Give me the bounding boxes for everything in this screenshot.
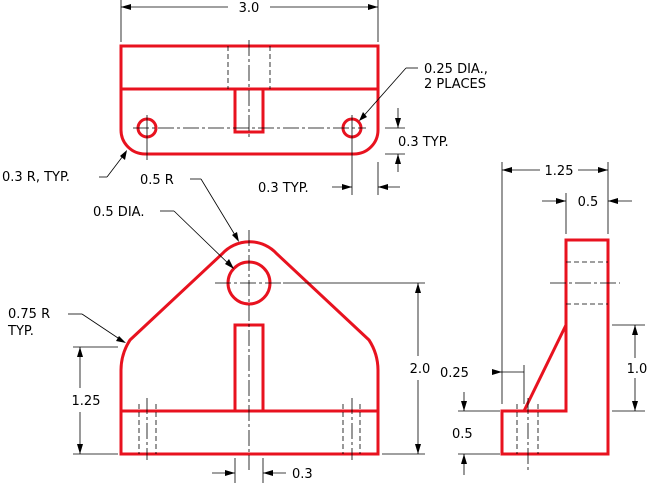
upright-height-label: 1.0 xyxy=(627,362,648,377)
side-view xyxy=(500,238,620,470)
total-height-label: 2.0 xyxy=(410,362,431,377)
dim-top-hole-diameter: 0.5 DIA. xyxy=(93,205,234,269)
dim-base-thickness-side: 0.25 xyxy=(440,365,525,404)
dim-side-depth: 1.25 xyxy=(501,162,609,404)
hole-dia-label-line1: 0.25 DIA., xyxy=(424,62,488,77)
dim-side-radius: 0.75 R TYP. xyxy=(7,307,126,343)
front-view xyxy=(119,230,380,470)
slot-width-label: 0.3 xyxy=(292,467,313,482)
hole-offset-horiz-label: 0.3 TYP. xyxy=(258,181,309,196)
dim-hole-offset-vertical: 0.3 TYP. xyxy=(385,108,449,172)
dim-total-height: 2.0 xyxy=(283,282,431,455)
side-radius-label-line2: TYP. xyxy=(7,324,34,339)
top-view-base-outline xyxy=(119,87,380,156)
base-height-label: 0.5 xyxy=(452,427,473,442)
front-view-outline xyxy=(119,240,380,413)
top-hole-dia-label: 0.5 DIA. xyxy=(93,205,144,220)
dim-corner-radius: 0.3 R, TYP. xyxy=(2,150,127,185)
upright-thickness-label: 0.5 xyxy=(578,195,599,210)
dim-top-radius: 0.5 R xyxy=(140,173,239,242)
hole-offset-vert-label: 0.3 TYP. xyxy=(398,135,449,150)
dim-hole-diameter: 0.25 DIA., 2 PLACES xyxy=(359,62,488,121)
corner-radius-label: 0.3 R, TYP. xyxy=(2,170,70,185)
dim-arc-start-height: 1.25 xyxy=(72,346,118,455)
dim-overall-width: 3.0 xyxy=(120,0,379,42)
base-thickness-side-label: 0.25 xyxy=(440,366,469,381)
side-radius-label-line1: 0.75 R xyxy=(8,307,50,322)
top-view xyxy=(119,40,380,195)
side-depth-label: 1.25 xyxy=(545,164,574,179)
arc-start-height-label: 1.25 xyxy=(72,394,101,409)
top-view-slot-back xyxy=(119,44,380,91)
top-view-slot xyxy=(233,87,265,134)
front-view-base xyxy=(119,409,380,456)
dim-base-height: 0.5 xyxy=(452,392,500,475)
top-radius-label: 0.5 R xyxy=(140,173,174,188)
dim-upright-height: 1.0 xyxy=(612,324,648,412)
dim-hole-offset-horizontal: 0.3 TYP. xyxy=(258,162,400,196)
hole-dia-label-line2: 2 PLACES xyxy=(424,77,486,92)
overall-width-label: 3.0 xyxy=(239,1,260,16)
dim-slot-width: 0.3 xyxy=(212,458,313,483)
side-view-gusset xyxy=(522,324,568,412)
dim-upright-thickness: 0.5 xyxy=(542,193,632,234)
